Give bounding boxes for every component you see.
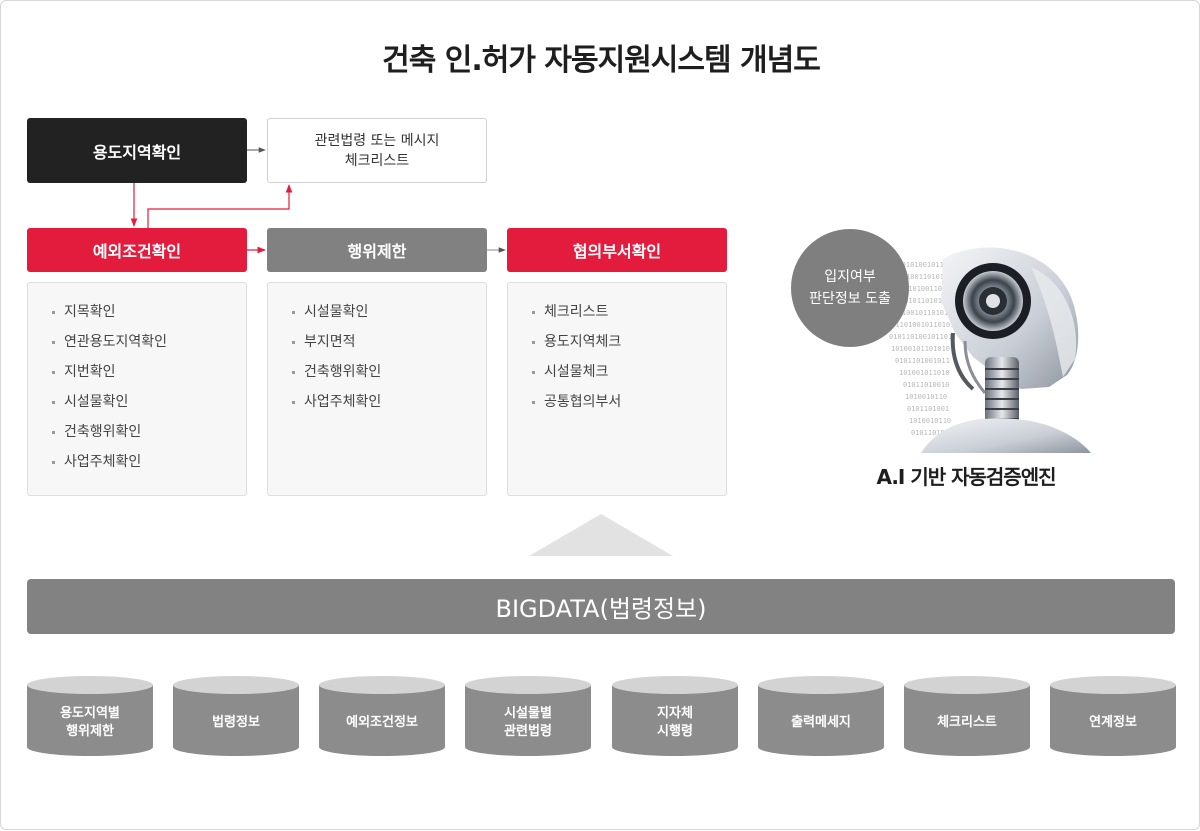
- database-label: 연계정보: [1089, 715, 1137, 730]
- svg-text:010110100: 010110100: [911, 429, 949, 437]
- bigdata-pointer: [529, 514, 673, 556]
- page-title: 건축 인.허가 자동지원시스템 개념도: [382, 43, 821, 78]
- dept-check-box: 협의부서확인: [507, 228, 727, 272]
- database-label: 법령정보: [212, 715, 260, 730]
- exception-check-label: 예외조건확인: [92, 242, 182, 261]
- exception-check-box: 예외조건확인: [27, 228, 247, 272]
- action-limit-label: 행위제한: [347, 242, 407, 261]
- list-item: 시설물확인: [290, 301, 486, 331]
- ai-result-circle: 입지여부 판단정보 도출: [791, 229, 909, 347]
- svg-text:1010010110: 1010010110: [905, 393, 947, 401]
- exception-list-panel: 지목확인 연관용도지역확인 지번확인 시설물확인 건축행위확인 사업주체확인: [27, 282, 247, 496]
- svg-text:1101001011010110: 1101001011010110: [883, 297, 950, 305]
- action-list-panel: 시설물확인 부지면적 건축행위확인 사업주체확인: [267, 282, 487, 496]
- list-item: 체크리스트: [530, 301, 726, 331]
- svg-text:1010010110: 1010010110: [909, 417, 951, 425]
- svg-text:10100101101010: 10100101101010: [891, 345, 950, 353]
- zone-check-box: 용도지역확인: [27, 118, 247, 183]
- dept-check-label: 협의부서확인: [572, 242, 662, 261]
- svg-text:10101100110101: 10101100110101: [885, 273, 944, 281]
- ai-robot-illustration: 0110101001011 10101100110101 01010110100…: [883, 247, 1091, 453]
- list-item: 부지면적: [290, 331, 486, 361]
- svg-text:0101101001011: 0101101001011: [895, 357, 950, 365]
- ai-result-label: 입지여부 판단정보 도출: [809, 269, 891, 307]
- database-label: 지자체 시행령: [657, 706, 693, 739]
- svg-text:101001011010: 101001011010: [899, 369, 950, 377]
- arrow-exception-to-law: [147, 184, 293, 229]
- list-item: 시설물확인: [50, 391, 246, 421]
- database-cylinder: 법령정보: [173, 676, 299, 756]
- database-label: 출력메세지: [791, 715, 851, 730]
- database-cylinder: 예외조건정보: [319, 676, 445, 756]
- list-item: 지목확인: [50, 301, 246, 331]
- list-item: 지번확인: [50, 361, 246, 391]
- database-cylinder: 용도지역별 행위제한: [27, 676, 153, 756]
- list-item: 건축행위확인: [50, 421, 246, 451]
- svg-text:0110101001011: 0110101001011: [889, 261, 944, 269]
- database-cylinder: 출력메세지: [758, 676, 884, 756]
- list-item: 용도지역체크: [530, 331, 726, 361]
- list-item: 건축행위확인: [290, 361, 486, 391]
- database-label: 시설물별 관련법령: [504, 706, 552, 739]
- zone-check-label: 용도지역확인: [92, 142, 182, 162]
- action-limit-box: 행위제한: [267, 228, 487, 272]
- svg-text:0101101001: 0101101001: [907, 405, 949, 413]
- list-item: 공통협의부서: [530, 391, 726, 421]
- dept-list-panel: 체크리스트 용도지역체크 시설물체크 공통협의부서: [507, 282, 727, 496]
- database-cylinder: 체크리스트: [904, 676, 1030, 756]
- list-item: 사업주체확인: [290, 391, 486, 421]
- svg-text:0101011010011010: 0101011010011010: [883, 285, 950, 293]
- related-law-label: 관련법령 또는 메시지 체크리스트: [314, 132, 440, 169]
- database-label: 체크리스트: [937, 715, 997, 730]
- svg-text:010110100101101: 010110100101101: [889, 333, 952, 341]
- bigdata-bar: BIGDATA(법령정보): [27, 579, 1175, 634]
- database-cylinder: 지자체 시행령: [612, 676, 738, 756]
- database-cylinder: 시설물별 관련법령: [465, 676, 591, 756]
- related-law-box: 관련법령 또는 메시지 체크리스트: [267, 118, 487, 183]
- svg-text:0110100101101010: 0110100101101010: [885, 309, 952, 317]
- list-item: 연관용도지역확인: [50, 331, 246, 361]
- list-item: 사업주체확인: [50, 451, 246, 481]
- list-item: 시설물체크: [530, 361, 726, 391]
- database-label: 예외조건정보: [346, 715, 418, 730]
- ai-engine-label: A.I 기반 자동검증엔진: [876, 465, 1056, 489]
- database-cylinder: 연계정보: [1050, 676, 1176, 756]
- svg-text:1011010010110101: 1011010010110101: [887, 321, 954, 329]
- database-label: 용도지역별 행위제한: [60, 706, 120, 739]
- svg-text:01011010010: 01011010010: [903, 381, 949, 389]
